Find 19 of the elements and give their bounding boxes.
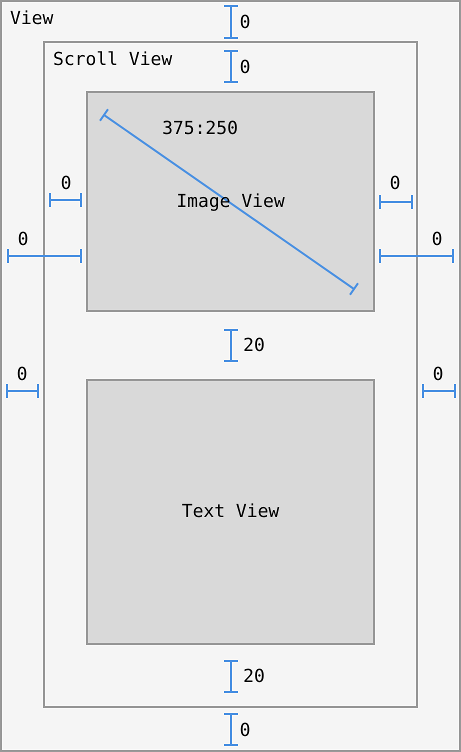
image-view-box <box>86 91 375 312</box>
constraint-value: 0 <box>240 722 250 740</box>
constraint-value: 0 <box>240 14 250 32</box>
view-title: Text View <box>182 503 280 521</box>
constraint-value: 0 <box>18 231 28 249</box>
constraint-value: 0 <box>390 175 400 193</box>
constraint-value: 0 <box>432 366 444 384</box>
constraint-value: 20 <box>243 668 265 686</box>
view-title: View <box>10 10 54 28</box>
view-title: Scroll View <box>53 51 172 69</box>
constraint-value: 0 <box>240 59 250 77</box>
constraint-value: 0 <box>432 231 442 249</box>
constraint-value: 0 <box>16 366 28 384</box>
text-view-box <box>86 379 375 645</box>
scroll-view-container <box>43 41 418 708</box>
aspect-ratio-label: 375:250 <box>162 120 238 138</box>
constraint-value: 20 <box>243 337 265 355</box>
constraint-value: 0 <box>60 175 72 193</box>
view-title: Image View <box>176 192 285 210</box>
